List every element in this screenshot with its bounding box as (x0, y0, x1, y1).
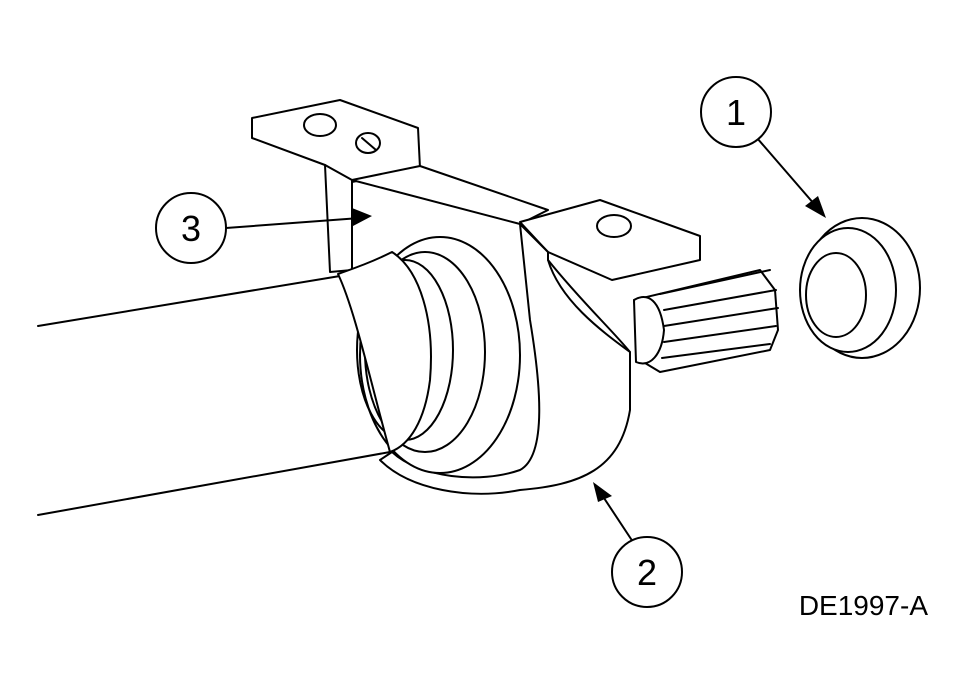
dust-shield (799, 217, 921, 359)
arrow-2-icon (593, 482, 612, 502)
figure-id: DE1997-A (799, 590, 929, 621)
callout-leaders (225, 137, 826, 546)
callout-3: 3 (155, 192, 227, 264)
support-bracket (251, 99, 701, 495)
callout-2-label: 2 (637, 552, 657, 593)
arrow-1-icon (805, 196, 826, 218)
center-bearing-insulator (337, 236, 521, 474)
callout-1: 1 (700, 76, 772, 148)
callout-2: 2 (611, 536, 683, 608)
arrow-3-icon (352, 208, 372, 226)
callout-3-label: 3 (181, 208, 201, 249)
callout-1-label: 1 (726, 92, 746, 133)
driveshaft-tube (37, 275, 391, 516)
splined-shaft-end (633, 269, 779, 373)
